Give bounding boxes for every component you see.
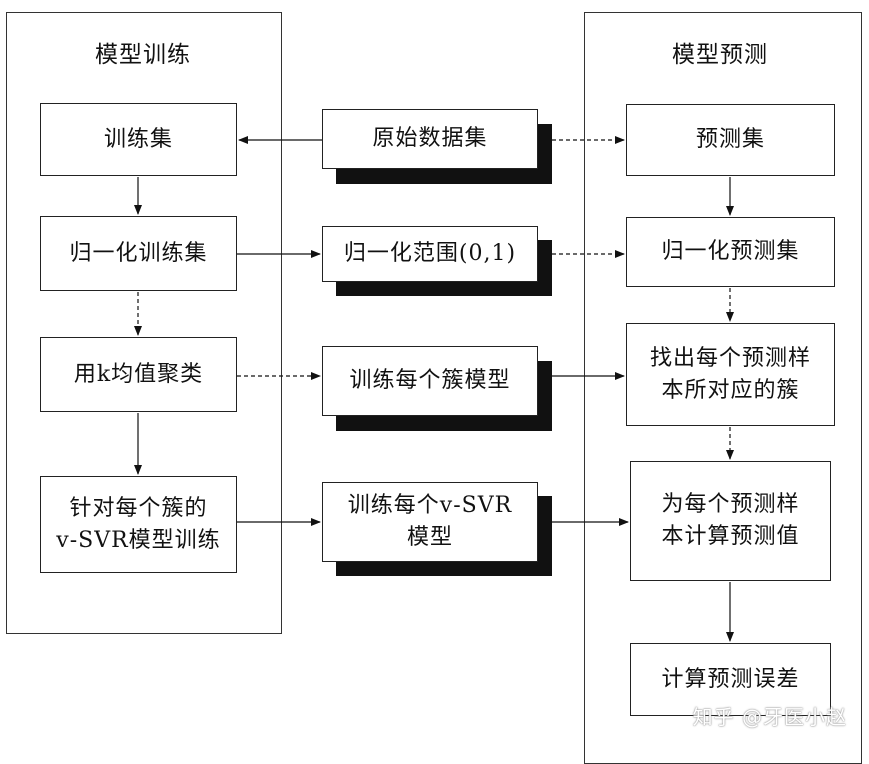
norm-range-box: 归一化范围(0,1) [322, 226, 538, 282]
kmeans-box: 用k均值聚类 [40, 337, 237, 412]
raw-data-label: 原始数据集 [372, 126, 488, 152]
compute-prediction-box: 为每个预测样 本计算预测值 [630, 461, 831, 581]
svr-train-label-line1: 针对每个簇的 [69, 495, 208, 521]
find-cluster-box: 找出每个预测样 本所对应的簇 [626, 323, 835, 426]
svr-models-label-line1: 训练每个v-SVR [347, 493, 513, 519]
train-set-label: 训练集 [103, 126, 173, 152]
find-cluster-label-line2: 本所对应的簇 [661, 377, 800, 403]
watermark: 知乎 @牙医小赵 [692, 705, 847, 729]
cluster-models-label: 训练每个簇模型 [349, 368, 511, 394]
predict-set-label: 预测集 [695, 127, 765, 153]
train-set-box: 训练集 [40, 103, 237, 176]
svr-train-box: 针对每个簇的 v-SVR模型训练 [40, 476, 237, 573]
kmeans-label: 用k均值聚类 [73, 361, 204, 387]
compute-error-box: 计算预测误差 [630, 643, 831, 716]
compute-error-label: 计算预测误差 [661, 666, 800, 692]
svr-models-label-line2: 模型 [406, 525, 453, 550]
normalize-train-label: 归一化训练集 [69, 240, 208, 266]
normalize-predict-box: 归一化预测集 [626, 217, 835, 287]
prediction-panel-title: 模型预测 [672, 42, 768, 68]
normalize-train-box: 归一化训练集 [40, 216, 237, 291]
svr-models-box: 训练每个v-SVR 模型 [322, 482, 538, 562]
compute-prediction-label-line2: 本计算预测值 [661, 524, 800, 549]
find-cluster-label-line1: 找出每个预测样 [649, 345, 811, 371]
raw-data-box: 原始数据集 [322, 109, 538, 169]
svr-train-label-line2: v-SVR模型训练 [56, 527, 221, 553]
training-panel-title: 模型训练 [95, 42, 191, 68]
norm-range-label: 归一化范围(0,1) [343, 241, 517, 267]
cluster-models-box: 训练每个簇模型 [322, 346, 538, 416]
compute-prediction-label-line1: 为每个预测样 [661, 492, 800, 518]
normalize-predict-label: 归一化预测集 [661, 239, 800, 265]
predict-set-box: 预测集 [626, 104, 835, 176]
